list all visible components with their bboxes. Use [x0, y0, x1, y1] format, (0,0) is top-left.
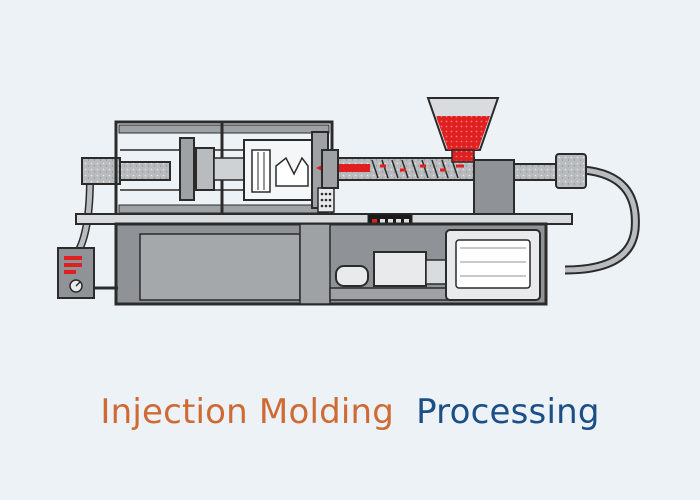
injection-molding-machine-illustration — [57, 97, 640, 306]
plastic-pellets — [436, 116, 490, 150]
clamp-cylinder — [81, 157, 121, 185]
moving-platen — [179, 137, 195, 201]
motor — [373, 251, 427, 287]
caption-processing: Processing — [416, 392, 600, 432]
caption: Injection Molding Processing — [0, 392, 700, 432]
injection-unit-body — [473, 159, 515, 217]
caption-injection-molding: Injection Molding — [100, 392, 395, 432]
injection-cylinder — [555, 153, 587, 189]
pump — [335, 265, 369, 287]
molded-part — [275, 156, 309, 187]
